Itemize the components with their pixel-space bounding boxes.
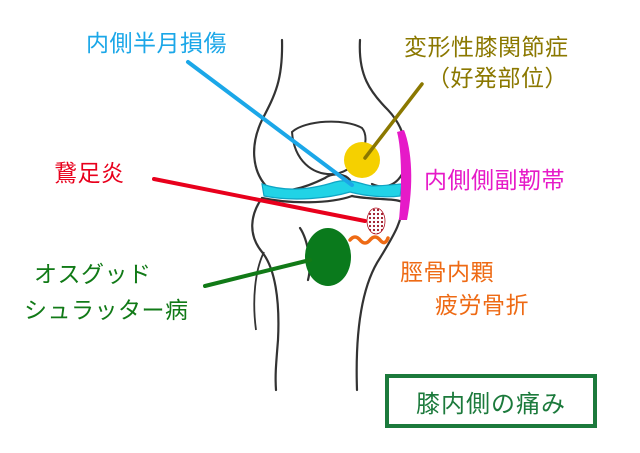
- osgood-label-line1: オスグッド: [34, 262, 152, 288]
- fibula-outline: [253, 251, 265, 331]
- oa-label: 変形性膝関節症: [404, 35, 569, 61]
- fracture-squiggle: [348, 235, 390, 245]
- meniscus-label: 内側半月損傷: [86, 31, 227, 57]
- oa-leader: [363, 82, 424, 160]
- fracture-label-line2: 疲労骨折: [435, 293, 529, 319]
- pes-anserinus-label: 鵞足炎: [54, 161, 125, 187]
- pes-anserinus-marker: [366, 207, 386, 235]
- oa-sublabel: （好発部位）: [427, 66, 568, 92]
- osgood-label-line2: シュラッター病: [24, 298, 189, 324]
- title-box: 膝内側の痛み: [385, 374, 597, 428]
- osgood-site-marker: [305, 228, 351, 286]
- fracture-label-line1: 脛骨内顆: [400, 260, 494, 286]
- diagram-title: 膝内側の痛み: [416, 389, 566, 418]
- mcl-band: [397, 130, 412, 220]
- osgood-leader: [203, 258, 312, 288]
- meniscus-leader: [186, 60, 354, 187]
- tibia-outline: [251, 194, 404, 392]
- pes-anserinus-leader: [152, 177, 367, 223]
- mcl-label: 内側側副靭帯: [424, 168, 565, 194]
- meniscus-shape: [261, 180, 403, 200]
